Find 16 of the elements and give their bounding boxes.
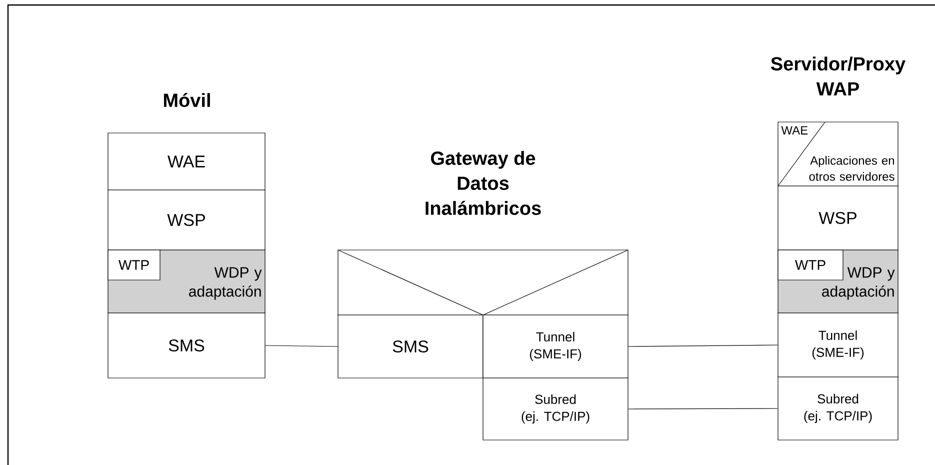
stack-title: Servidor/Proxy WAP	[770, 56, 906, 96]
stack-title: Gateway de Datos Inalámbricos	[426, 151, 541, 215]
split-layer-box: WAE Aplicaciones en otros servidores	[778, 122, 898, 186]
layer-box: WTP	[108, 250, 160, 280]
layer-box: SMS	[108, 312, 266, 378]
layer-box: SMS	[338, 314, 484, 378]
layer-box: WAE	[108, 132, 266, 190]
layer-box: Tunnel (SME-IF)	[482, 314, 628, 378]
connector-line	[265, 345, 338, 347]
stack-title: Móvil	[164, 92, 210, 108]
layer-box: WTP	[778, 250, 844, 280]
layer-box: Subred (ej. TCP/IP)	[482, 378, 628, 440]
layer-box: Subred (ej. TCP/IP)	[778, 376, 898, 440]
layer-box: Tunnel (SME-IF)	[778, 312, 898, 378]
connector-line	[628, 344, 778, 347]
connector-line	[628, 408, 778, 410]
